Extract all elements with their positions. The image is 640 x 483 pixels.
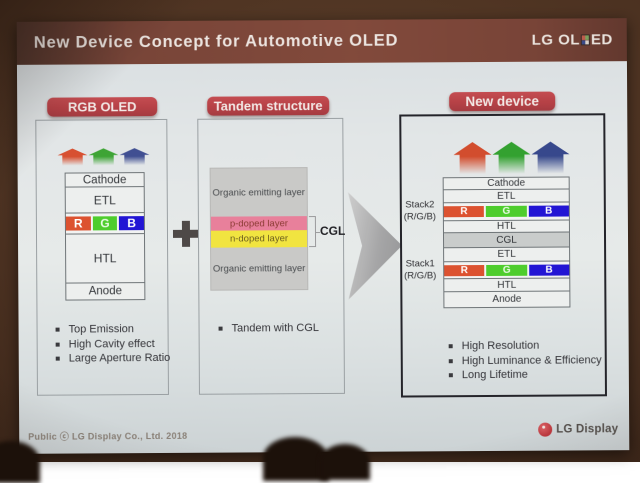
lg-display-logo-text: LG Display (556, 423, 619, 436)
conference-photo-background: New Device Concept for Automotive OLED L… (0, 0, 640, 462)
bullet-icon (55, 327, 60, 332)
emitter-g: G (486, 264, 527, 276)
layer-etl: ETL (65, 187, 144, 214)
emitter-r: R (65, 216, 91, 231)
layer-anode: Anode (66, 283, 145, 300)
rgb-oled-stack: Cathode ETL R G B HTL Anode (64, 172, 146, 301)
new-device-stack: Cathode ETL R G B HTL CGL ETL R G B HTL … (442, 176, 571, 309)
stack2-label-line2: (R/G/B) (403, 211, 437, 223)
tandem-stack: Organic emitting layer p-doped layer n-d… (209, 167, 309, 291)
layer-cathode: Cathode (65, 173, 144, 188)
bullet-icon (448, 358, 453, 363)
bullet-item: Top Emission (55, 322, 171, 337)
layer-cgl: CGL (443, 232, 570, 249)
emitter-b: B (119, 216, 144, 231)
layer-rgb-emitters: R G B (65, 213, 144, 235)
layer-anode: Anode (444, 291, 570, 308)
layer-htl-top: HTL (443, 220, 569, 234)
layer-rgb-stack1: R G B (444, 261, 570, 280)
badge-rgb-oled: RGB OLED (47, 97, 158, 117)
bullet-text: Large Aperture Ratio (68, 351, 171, 365)
layer-htl-bottom: HTL (444, 278, 570, 293)
bullet-text: Long Lifetime (461, 368, 528, 382)
layer-etl-top: ETL (443, 189, 569, 204)
presentation-slide: New Device Concept for Automotive OLED L… (16, 18, 630, 454)
lg-face-icon (538, 422, 553, 437)
emitter-g: G (486, 205, 527, 218)
bullet-item: Long Lifetime (448, 367, 602, 382)
lg-oled-logo-suffix: ED (590, 31, 613, 49)
layer-rgb-stack2: R G B (443, 202, 569, 222)
bullet-text: Top Emission (68, 323, 135, 336)
bullet-icon (55, 356, 60, 361)
layer-etl-bottom: ETL (444, 247, 570, 263)
layer-p-doped: p-doped layer (210, 216, 307, 231)
bullet-item: High Cavity effect (55, 336, 171, 351)
stack2-label-line1: Stack2 (405, 199, 435, 211)
big-right-arrow-icon (348, 192, 403, 300)
plus-icon (173, 221, 199, 247)
rgb-oled-bullets: Top Emission High Cavity effect Large Ap… (55, 322, 171, 366)
emitter-r: R (444, 264, 485, 276)
lg-display-logo: LG Display (538, 422, 619, 437)
emitter-b: B (528, 205, 569, 217)
audience-silhouette-center-2 (320, 444, 370, 480)
cgl-label: CGL (319, 223, 346, 239)
stack1-label-line1: Stack1 (405, 258, 435, 270)
slide-title: New Device Concept for Automotive OLED (33, 31, 399, 52)
bullet-item: High Luminance & Efficiency (448, 353, 602, 368)
lg-oled-logo-prefix: LG OL (531, 31, 581, 49)
emitter-r: R (443, 206, 485, 218)
bullet-text: High Luminance & Efficiency (461, 353, 602, 367)
new-device-bullets: High Resolution High Luminance & Efficie… (448, 338, 602, 382)
layer-organic-bottom: Organic emitting layer (211, 247, 308, 290)
stack2-label: Stack2 (R/G/B) (399, 199, 441, 223)
stack1-label: Stack1 (R/G/B) (399, 258, 441, 282)
cgl-bracket-icon (308, 216, 317, 248)
layer-organic-top: Organic emitting layer (210, 168, 307, 217)
bullet-text: Tandem with CGL (231, 322, 320, 335)
emitter-b: B (528, 263, 570, 276)
bullet-icon (448, 344, 453, 349)
layer-n-doped: n-doped layer (210, 230, 308, 248)
layer-cathode: Cathode (443, 177, 569, 191)
tandem-bullets: Tandem with CGL (218, 321, 320, 336)
bullet-icon (448, 373, 453, 378)
bullet-icon (218, 326, 223, 331)
layer-htl: HTL (65, 234, 145, 284)
bullet-item: High Resolution (448, 338, 602, 353)
bullet-text: High Resolution (461, 339, 540, 353)
bullet-text: High Cavity effect (68, 337, 155, 351)
bullet-item: Large Aperture Ratio (55, 351, 171, 366)
lg-oled-logo: LG OL ED (532, 18, 613, 61)
oled-pixel-icon (580, 34, 590, 46)
stack1-label-line2: (R/G/B) (404, 270, 437, 282)
badge-new-device: New device (449, 91, 556, 112)
slide-header-band: New Device Concept for Automotive OLED L… (16, 18, 627, 65)
emitter-g: G (92, 216, 118, 231)
bullet-item: Tandem with CGL (218, 321, 320, 336)
copyright-text: Public ⓒ LG Display Co., Ltd. 2018 (28, 430, 188, 442)
badge-tandem-structure: Tandem structure (207, 95, 330, 116)
bullet-icon (55, 342, 60, 347)
